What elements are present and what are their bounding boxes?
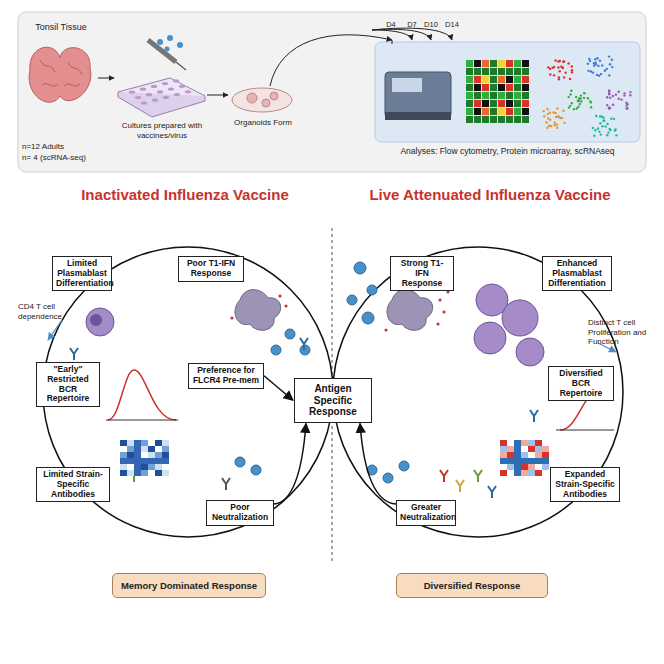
node-text: Antigen Specific Response	[299, 383, 367, 418]
annotation-label: D10	[421, 20, 441, 29]
heatmap-icon	[500, 440, 549, 476]
cycle-circle	[333, 247, 623, 537]
annotation-label: D4	[382, 20, 400, 29]
analysis-panel-caption: Analyses: Flow cytometry, Protein microa…	[375, 146, 640, 156]
heatmap-icon	[120, 440, 169, 476]
leader-arrow	[48, 320, 62, 340]
node-text: Expanded Strain-Specific Antibodies	[554, 470, 616, 499]
annotation-label: Distinct T cell Proliferation and Functi…	[588, 318, 660, 347]
axis-line	[106, 420, 178, 421]
process-box: Poor T1-IFN Response	[178, 256, 244, 282]
dendritic-cell-icon	[230, 290, 287, 331]
flow-cytometer-icon	[385, 72, 451, 120]
annotation-label: Tonsil Tissue	[24, 22, 98, 33]
node-text: Strong T1-IFN Response	[394, 259, 450, 288]
process-box: "Early" Restricted BCR Repertoire	[36, 362, 100, 407]
node-text: Poor T1-IFN Response	[182, 259, 240, 279]
node-text: Diversified BCR Repertoire	[552, 369, 610, 398]
plasmablast-icon	[86, 308, 114, 336]
umap-plot-icon	[542, 55, 631, 137]
connector-arrow	[264, 376, 293, 400]
process-box: Greater Neutralization	[396, 500, 456, 526]
protein-microarray-icon	[466, 60, 529, 123]
well-plate-icon	[118, 35, 205, 117]
process-box: Diversified BCR Repertoire	[548, 366, 614, 401]
process-box: Enhanced Plasmablast Differentiation	[542, 256, 612, 291]
antibody-icon	[440, 470, 496, 498]
process-box: Strong T1-IFN Response	[390, 256, 454, 291]
section-title: Live Attenuated Influenza Vaccine	[330, 186, 650, 204]
annotation-label: D14	[442, 20, 462, 29]
outcome-box: Diversified Response	[396, 573, 548, 598]
annotation-label: CD4 T cell dependence	[18, 302, 74, 321]
organoid-dish-icon	[232, 88, 292, 112]
connector-arrow	[274, 424, 306, 505]
node-text: Poor Neutralization	[210, 503, 270, 523]
process-box: Antigen Specific Response	[294, 378, 372, 423]
annotation-label: D7	[403, 20, 421, 29]
node-text: Analyses: Flow cytometry, Protein microa…	[375, 146, 640, 156]
node-text: Memory Dominated Response	[117, 580, 261, 591]
tonsil-icon	[29, 47, 91, 102]
node-text: Greater Neutralization	[400, 503, 452, 523]
axis-line	[556, 430, 614, 431]
top-panel	[18, 12, 646, 172]
dendritic-cell-icon	[384, 290, 449, 332]
node-text: Limited Plasmablast Differentiation	[56, 259, 108, 288]
node-text: Diversified Response	[401, 580, 543, 591]
process-box: Poor Neutralization	[206, 500, 274, 526]
plasmablast-icon	[474, 284, 544, 366]
node-text: "Early" Restricted BCR Repertoire	[40, 365, 96, 404]
outcome-box: Memory Dominated Response	[112, 573, 266, 598]
histogram-curve	[108, 370, 176, 420]
process-box: Limited Plasmablast Differentiation	[52, 256, 112, 291]
node-text: Limited Strain-Specific Antibodies	[40, 470, 106, 499]
flow-arrow	[98, 78, 114, 79]
process-box: Limited Strain-Specific Antibodies	[36, 467, 110, 502]
analysis-panel	[375, 42, 640, 142]
antibody-icon	[530, 410, 538, 422]
process-box: Expanded Strain-Specific Antibodies	[550, 467, 620, 502]
connector-arrow	[360, 424, 396, 505]
node-text: Preference for FLCR4 Pre-mem	[192, 366, 260, 386]
annotation-label: n=12 Adults	[22, 142, 112, 152]
section-title: Inactivated Influenza Vaccine	[30, 186, 340, 204]
annotation-label: Organoids Form	[224, 118, 302, 128]
annotation-label: n= 4 (scRNA-seq)	[22, 153, 122, 163]
annotation-label: Cultures prepared with vaccines/virus	[112, 121, 212, 140]
process-box: Preference for FLCR4 Pre-mem	[188, 363, 264, 389]
flow-arrow	[207, 95, 228, 96]
node-text: Enhanced Plasmablast Differentiation	[546, 259, 608, 288]
